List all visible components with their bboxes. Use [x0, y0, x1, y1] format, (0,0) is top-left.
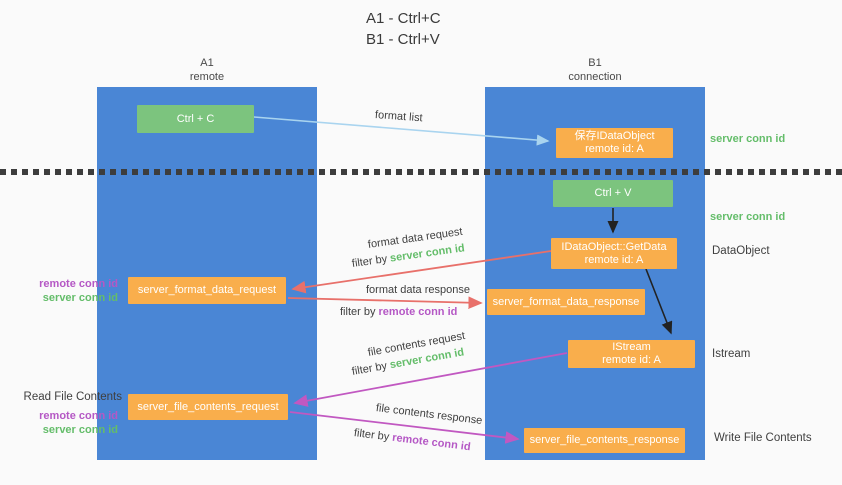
- save-dataobject-line1: 保存IDataObject: [574, 130, 655, 142]
- file-contents-response-label: file contents response: [375, 402, 483, 427]
- lane-b-name: B1: [588, 57, 602, 69]
- server-format-data-request-label: server_format_data_request: [137, 284, 277, 296]
- remote-conn-id-text: remote conn id: [378, 306, 458, 318]
- server-format-data-response-node: server_format_data_response: [487, 289, 645, 315]
- server-conn-id-label-top: server conn id: [710, 133, 786, 145]
- server-conn-id-label-row2: server conn id: [42, 424, 118, 436]
- lane-a-role: remote: [189, 71, 225, 83]
- filter-by-text: filter by: [340, 306, 379, 318]
- write-file-contents-label: Write File Contents: [714, 432, 812, 444]
- server-format-data-response-label: server_format_data_response: [492, 295, 640, 308]
- ctrl-c-label: Ctrl + C: [176, 112, 215, 125]
- read-file-contents-label: Read File Contents: [23, 391, 122, 403]
- save-dataobject-node: 保存IDataObject remote id: A: [556, 128, 673, 158]
- filter-by-remote-conn-id-label-1: filter by remote conn id: [340, 306, 457, 318]
- lane-b-header: B1 connection: [485, 56, 705, 84]
- server-file-contents-response-label: server_file_contents_response: [529, 434, 680, 446]
- getdata-line2: remote id: A: [584, 253, 644, 266]
- getdata-node: IDataObject::GetData remote id: A: [551, 238, 677, 269]
- server-conn-id-label-mid: server conn id: [710, 211, 786, 223]
- getdata-line1: IDataObject::GetData: [561, 240, 667, 253]
- title-line-2: B1 - Ctrl+V: [366, 31, 440, 48]
- filter-by-text: filter by: [353, 427, 393, 444]
- lane-b-role: connection: [568, 71, 622, 83]
- save-dataobject-line2: remote id: A: [585, 143, 644, 155]
- server-file-contents-request-node: server_file_contents_request: [128, 394, 288, 420]
- istream-line1: IStream: [612, 341, 651, 353]
- filter-by-text: filter by: [350, 359, 391, 378]
- ctrl-v-label: Ctrl + V: [594, 187, 632, 199]
- istream-node: IStream remote id: A: [568, 340, 695, 368]
- remote-conn-id-text: remote conn id: [391, 431, 472, 454]
- filter-by-remote-conn-id-label-2: filter by remote conn id: [353, 427, 471, 453]
- server-file-contents-response-node: server_file_contents_response: [524, 428, 685, 453]
- ctrl-c-node: Ctrl + C: [137, 105, 254, 133]
- diagram-title: A1 - Ctrl+C B1 - Ctrl+V: [366, 8, 441, 50]
- ctrl-v-node: Ctrl + V: [553, 180, 673, 207]
- dataobject-label: DataObject: [712, 245, 770, 257]
- server-file-contents-request-label: server_file_contents_request: [137, 400, 279, 413]
- lane-a-header: A1 remote: [97, 56, 317, 84]
- format-data-response-label: format data response: [366, 284, 470, 296]
- istream-line2: remote id: A: [602, 354, 661, 366]
- server-conn-id-label-row1: server conn id: [42, 292, 118, 304]
- remote-conn-id-label-row2: remote conn id: [39, 410, 118, 422]
- filter-by-text: filter by: [351, 252, 391, 270]
- istream-side-label: Istream: [712, 348, 751, 360]
- format-list-label: format list: [374, 109, 423, 125]
- server-format-data-request-node: server_format_data_request: [128, 277, 286, 304]
- machine-boundary-dotted-line: [0, 169, 842, 175]
- title-line-1: A1 - Ctrl+C: [366, 10, 441, 27]
- lane-a-name: A1: [200, 57, 214, 69]
- remote-conn-id-label-row1: remote conn id: [39, 278, 118, 290]
